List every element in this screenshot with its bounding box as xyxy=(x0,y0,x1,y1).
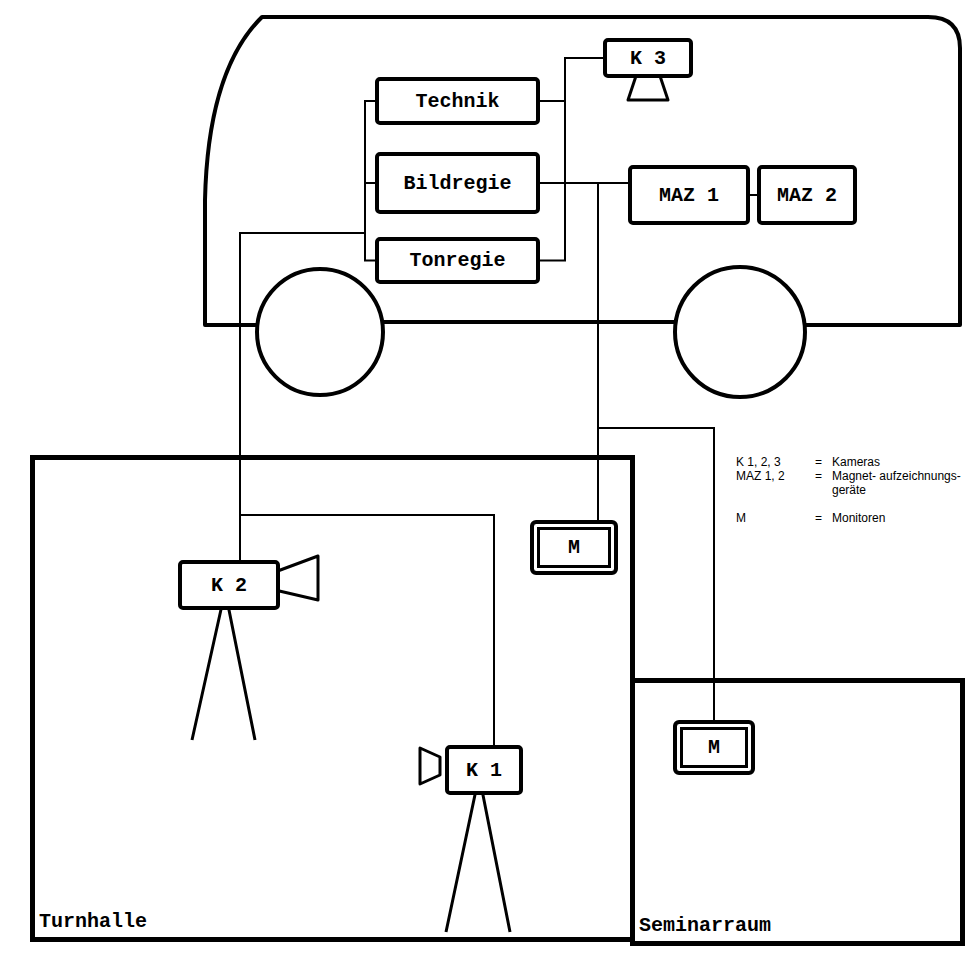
box-label: Technik xyxy=(415,90,499,113)
legend-text: = xyxy=(815,511,822,525)
recorder-box: MAZ 1 xyxy=(628,165,750,225)
legend-text: M xyxy=(736,511,746,525)
van-body xyxy=(205,17,960,325)
van-wheel xyxy=(257,269,383,395)
camera-box: K 1 xyxy=(445,745,523,795)
camera-box: K 3 xyxy=(603,38,693,78)
cable xyxy=(540,58,603,101)
room: Seminarraum M xyxy=(630,678,965,946)
box-label: Tonregie xyxy=(409,249,505,272)
monitor: M xyxy=(673,720,755,775)
control-box: Bildregie xyxy=(375,152,540,214)
box-label: MAZ 2 xyxy=(777,184,837,207)
van-wheel xyxy=(675,267,805,397)
cable xyxy=(365,101,375,183)
legend-text: Kameras xyxy=(832,455,880,469)
cable xyxy=(540,183,598,520)
box-label: M xyxy=(708,736,720,759)
tripod xyxy=(446,790,510,932)
room-name: Seminarraum xyxy=(639,914,771,937)
cable xyxy=(240,183,375,560)
camera-box: K 2 xyxy=(178,560,280,610)
camera-stand xyxy=(628,76,668,100)
cable xyxy=(750,194,757,196)
room-name: Turnhalle xyxy=(39,910,147,933)
camera-lens xyxy=(420,748,440,784)
control-box: Technik xyxy=(375,77,540,125)
box-label: K 3 xyxy=(630,47,666,70)
legend-text: = xyxy=(815,455,822,469)
room: Turnhalle M K 2 K 1 xyxy=(30,455,635,942)
box-label: Bildregie xyxy=(403,172,511,195)
box-label: K 2 xyxy=(211,574,247,597)
cable xyxy=(365,183,375,261)
monitor: M xyxy=(530,520,618,575)
recorder-box: MAZ 2 xyxy=(757,165,857,225)
legend-text: Monitoren xyxy=(832,511,885,525)
legend-text: Magnet- aufzeichnungs- geräte xyxy=(832,469,962,497)
van-underside xyxy=(384,320,676,324)
cable xyxy=(540,58,603,261)
control-box: Tonregie xyxy=(375,237,540,284)
cable xyxy=(540,183,714,720)
box-label: MAZ 1 xyxy=(659,184,719,207)
box-label: M xyxy=(568,536,580,559)
legend-text: MAZ 1, 2 xyxy=(736,469,785,483)
legend-text: = xyxy=(815,469,822,483)
tripod xyxy=(192,605,255,740)
legend-text: K 1, 2, 3 xyxy=(736,455,781,469)
box-label: K 1 xyxy=(466,759,502,782)
camera-lens xyxy=(275,556,318,600)
